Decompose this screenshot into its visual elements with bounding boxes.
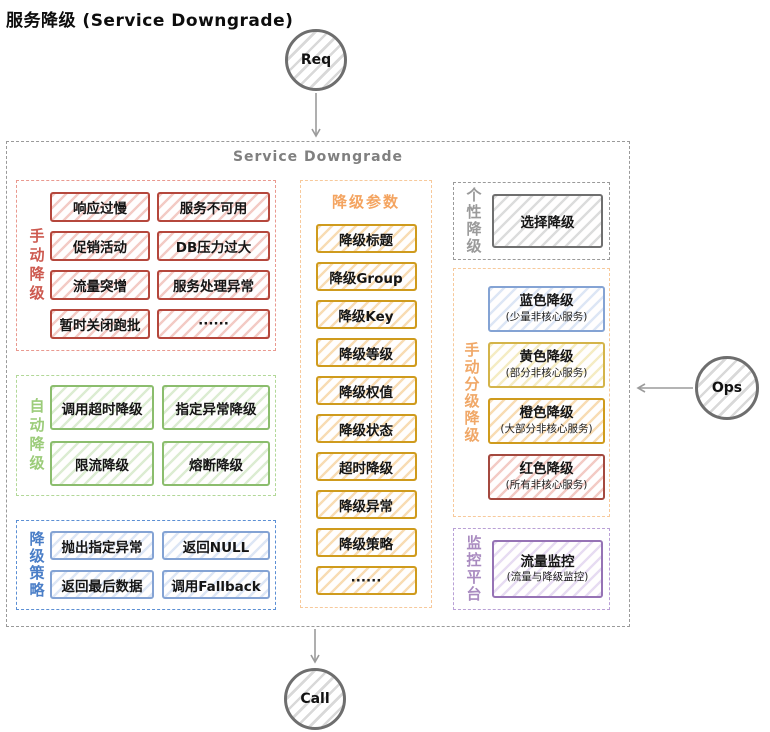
param-box-ellipsis: ······ xyxy=(315,566,417,595)
auto-box: 调用超时降级 xyxy=(50,385,154,430)
group-label-monitor: 监控平台 xyxy=(464,535,483,603)
param-box: 降级策略 xyxy=(315,528,417,557)
group-monitor-platform: 监控平台 流量监控 (流量与降级监控) xyxy=(453,528,610,610)
graded-box-subtitle: (大部分非核心服务) xyxy=(500,422,593,435)
auto-box: 限流降级 xyxy=(50,441,154,486)
params-list: 降级标题 降级Group 降级Key 降级等级 降级权值 降级状态 超时降级 降… xyxy=(315,224,417,595)
container-label: Service Downgrade xyxy=(232,149,404,165)
personal-box: 选择降级 xyxy=(492,194,603,248)
param-box: 超时降级 xyxy=(315,452,417,481)
group-label-personal: 个性降级 xyxy=(464,187,483,255)
group-label-params: 降级参数 xyxy=(331,193,400,211)
graded-list: 蓝色降级 (少量非核心服务) 黄色降级 (部分非核心服务) 橙色降级 (大部分非… xyxy=(488,285,605,500)
graded-box-blue: 蓝色降级 (少量非核心服务) xyxy=(488,285,605,332)
group-label-strategy: 降级策略 xyxy=(27,531,46,599)
monitor-box-subtitle: (流量与降级监控) xyxy=(506,571,589,584)
group-label-auto: 自动降级 xyxy=(27,397,46,474)
auto-grid: 调用超时降级 指定异常降级 限流降级 熔断降级 xyxy=(50,385,270,486)
group-label-graded: 手动分级降级 xyxy=(462,341,481,444)
strategy-grid: 抛出指定异常 返回NULL 返回最后数据 调用Fallback xyxy=(50,531,270,599)
auto-box: 熔断降级 xyxy=(162,441,270,486)
monitor-box-title: 流量监控 xyxy=(520,553,575,570)
graded-box-subtitle: (所有非核心服务) xyxy=(505,478,588,491)
manual-box: DB压力过大 xyxy=(157,231,270,261)
req-node: Req xyxy=(285,29,347,91)
strategy-box: 抛出指定异常 xyxy=(50,531,154,560)
strategy-box: 返回最后数据 xyxy=(50,570,154,599)
group-personal-downgrade: 个性降级 选择降级 xyxy=(453,182,610,260)
param-box: 降级标题 xyxy=(315,224,417,253)
manual-grid: 响应过慢 服务不可用 促销活动 DB压力过大 流量突增 服务处理异常 暂时关闭跑… xyxy=(50,192,270,339)
group-auto-downgrade: 自动降级 调用超时降级 指定异常降级 限流降级 熔断降级 xyxy=(16,375,276,496)
graded-box-subtitle: (部分非核心服务) xyxy=(505,366,588,379)
param-box: 降级状态 xyxy=(315,414,417,443)
manual-box-ellipsis: ······ xyxy=(157,309,270,339)
manual-box: 响应过慢 xyxy=(50,192,150,222)
graded-box-orange: 橙色降级 (大部分非核心服务) xyxy=(488,397,605,444)
param-box: 降级Key xyxy=(315,300,417,329)
manual-box: 流量突增 xyxy=(50,270,150,300)
manual-box: 服务不可用 xyxy=(157,192,270,222)
param-box: 降级异常 xyxy=(315,490,417,519)
manual-box: 服务处理异常 xyxy=(157,270,270,300)
page-title: 服务降级 (Service Downgrade) xyxy=(6,11,294,31)
monitor-box: 流量监控 (流量与降级监控) xyxy=(492,540,603,598)
ops-node: Ops xyxy=(695,356,759,420)
strategy-box: 调用Fallback xyxy=(162,570,270,599)
param-box: 降级Group xyxy=(315,262,417,291)
graded-box-red: 红色降级 (所有非核心服务) xyxy=(488,453,605,500)
group-graded-downgrade: 手动分级降级 蓝色降级 (少量非核心服务) 黄色降级 (部分非核心服务) 橙色降… xyxy=(453,268,610,517)
graded-box-title: 蓝色降级 xyxy=(519,293,574,309)
graded-box-title: 黄色降级 xyxy=(519,349,574,365)
graded-box-yellow: 黄色降级 (部分非核心服务) xyxy=(488,341,605,388)
group-label-manual: 手动降级 xyxy=(27,227,46,304)
group-downgrade-strategy: 降级策略 抛出指定异常 返回NULL 返回最后数据 调用Fallback xyxy=(16,520,276,610)
manual-box: 促销活动 xyxy=(50,231,150,261)
service-downgrade-container: Service Downgrade xyxy=(6,141,630,627)
call-node: Call xyxy=(284,668,346,730)
param-box: 降级等级 xyxy=(315,338,417,367)
auto-box: 指定异常降级 xyxy=(162,385,270,430)
param-box: 降级权值 xyxy=(315,376,417,405)
group-downgrade-params: 降级参数 降级标题 降级Group 降级Key 降级等级 降级权值 降级状态 超… xyxy=(300,180,432,608)
graded-box-title: 红色降级 xyxy=(519,461,574,477)
strategy-box: 返回NULL xyxy=(162,531,270,560)
manual-box: 暂时关闭跑批 xyxy=(50,309,150,339)
group-manual-downgrade: 手动降级 响应过慢 服务不可用 促销活动 DB压力过大 流量突增 服务处理异常 … xyxy=(16,180,276,351)
graded-box-title: 橙色降级 xyxy=(519,405,574,421)
graded-box-subtitle: (少量非核心服务) xyxy=(505,310,588,323)
